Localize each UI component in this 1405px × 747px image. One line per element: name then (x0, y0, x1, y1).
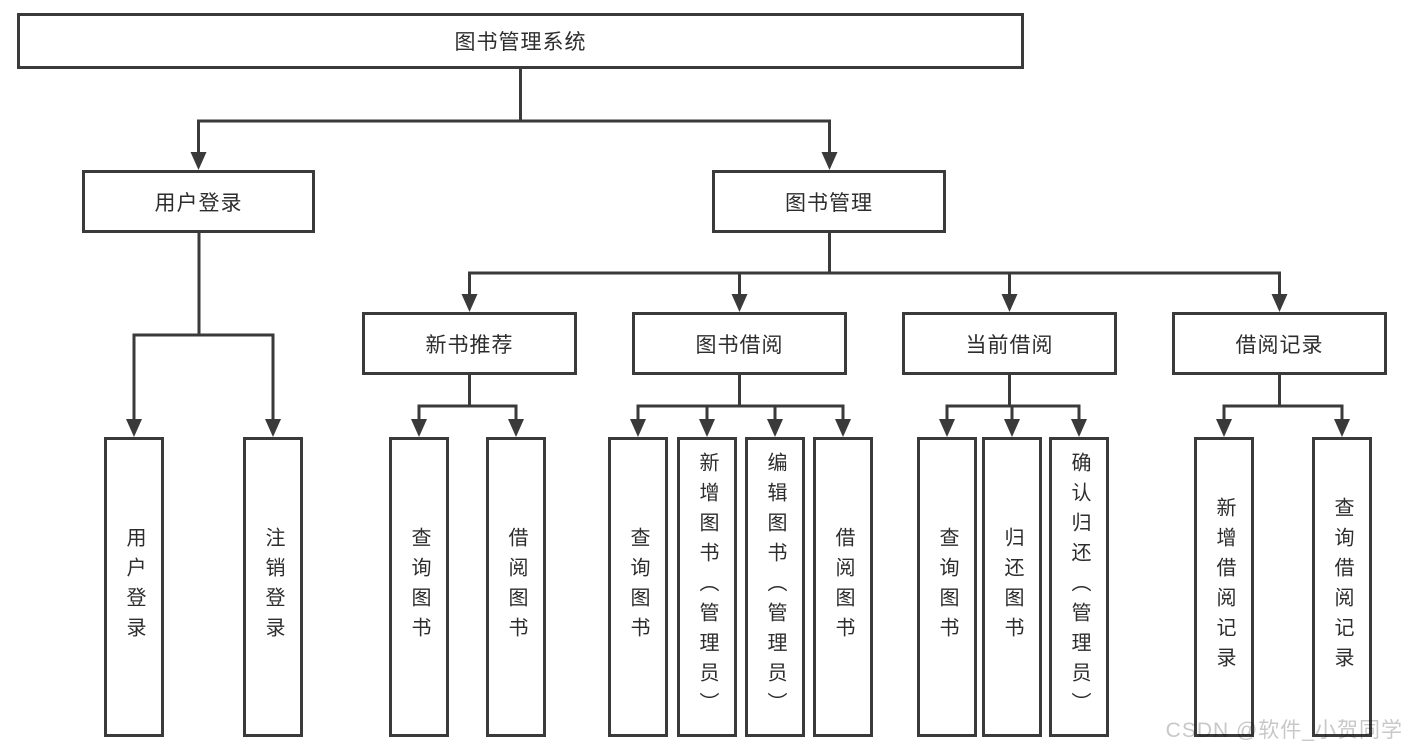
node-root: 图书管理系统 (17, 13, 1024, 69)
leaf-borrow-query-book-label: 查询图书 (627, 527, 649, 647)
node-borrow-records-label: 借阅记录 (1235, 333, 1324, 357)
leaf-add-book-admin: 新增图书（管理员） (677, 437, 737, 737)
leaf-add-borrow-record-label: 新增借阅记录 (1213, 497, 1235, 677)
leaf-edit-book-admin: 编辑图书（管理员） (745, 437, 805, 737)
node-root-label: 图书管理系统 (454, 31, 587, 54)
leaf-return-book: 归还图书 (982, 437, 1042, 737)
node-borrow-records: 借阅记录 (1172, 312, 1387, 375)
leaf-borrow-book-label: 借阅图书 (832, 527, 854, 647)
node-current-borrow-label: 当前借阅 (965, 333, 1054, 357)
leaf-current-query-book-label: 查询图书 (936, 527, 958, 647)
leaf-borrow-query-book: 查询图书 (608, 437, 668, 737)
leaf-add-borrow-record: 新增借阅记录 (1194, 437, 1254, 737)
node-book-management-branch: 图书管理 (712, 170, 946, 233)
leaf-edit-book-admin-label: 编辑图书（管理员） (764, 452, 786, 722)
leaf-recommend-query-book: 查询图书 (389, 437, 449, 737)
leaf-confirm-return-admin-label: 确认归还（管理员） (1068, 452, 1090, 722)
node-book-management-branch-label: 图书管理 (785, 191, 873, 215)
node-user-login-branch: 用户登录 (82, 170, 315, 233)
node-book-borrow-label: 图书借阅 (695, 333, 784, 357)
leaf-logout: 注销登录 (243, 437, 303, 737)
leaf-recommend-query-book-label: 查询图书 (408, 527, 430, 647)
leaf-user-login-label: 用户登录 (123, 527, 145, 647)
csdn-watermark: CSDN @软件_小贺同学 (1165, 719, 1403, 742)
node-new-book-recommend: 新书推荐 (362, 312, 577, 375)
leaf-borrow-book: 借阅图书 (813, 437, 873, 737)
leaf-current-query-book: 查询图书 (917, 437, 977, 737)
leaf-recommend-borrow-book: 借阅图书 (486, 437, 546, 737)
node-new-book-recommend-label: 新书推荐 (425, 333, 514, 357)
leaf-query-borrow-record-label: 查询借阅记录 (1331, 497, 1353, 677)
node-user-login-branch-label: 用户登录 (154, 191, 243, 215)
node-current-borrow: 当前借阅 (902, 312, 1117, 375)
node-book-borrow: 图书借阅 (632, 312, 847, 375)
leaf-confirm-return-admin: 确认归还（管理员） (1049, 437, 1109, 737)
leaf-return-book-label: 归还图书 (1001, 527, 1023, 647)
leaf-logout-label: 注销登录 (262, 527, 284, 647)
leaf-add-book-admin-label: 新增图书（管理员） (696, 452, 718, 722)
leaf-recommend-borrow-book-label: 借阅图书 (505, 527, 527, 647)
leaf-query-borrow-record: 查询借阅记录 (1312, 437, 1372, 737)
leaf-user-login: 用户登录 (104, 437, 164, 737)
